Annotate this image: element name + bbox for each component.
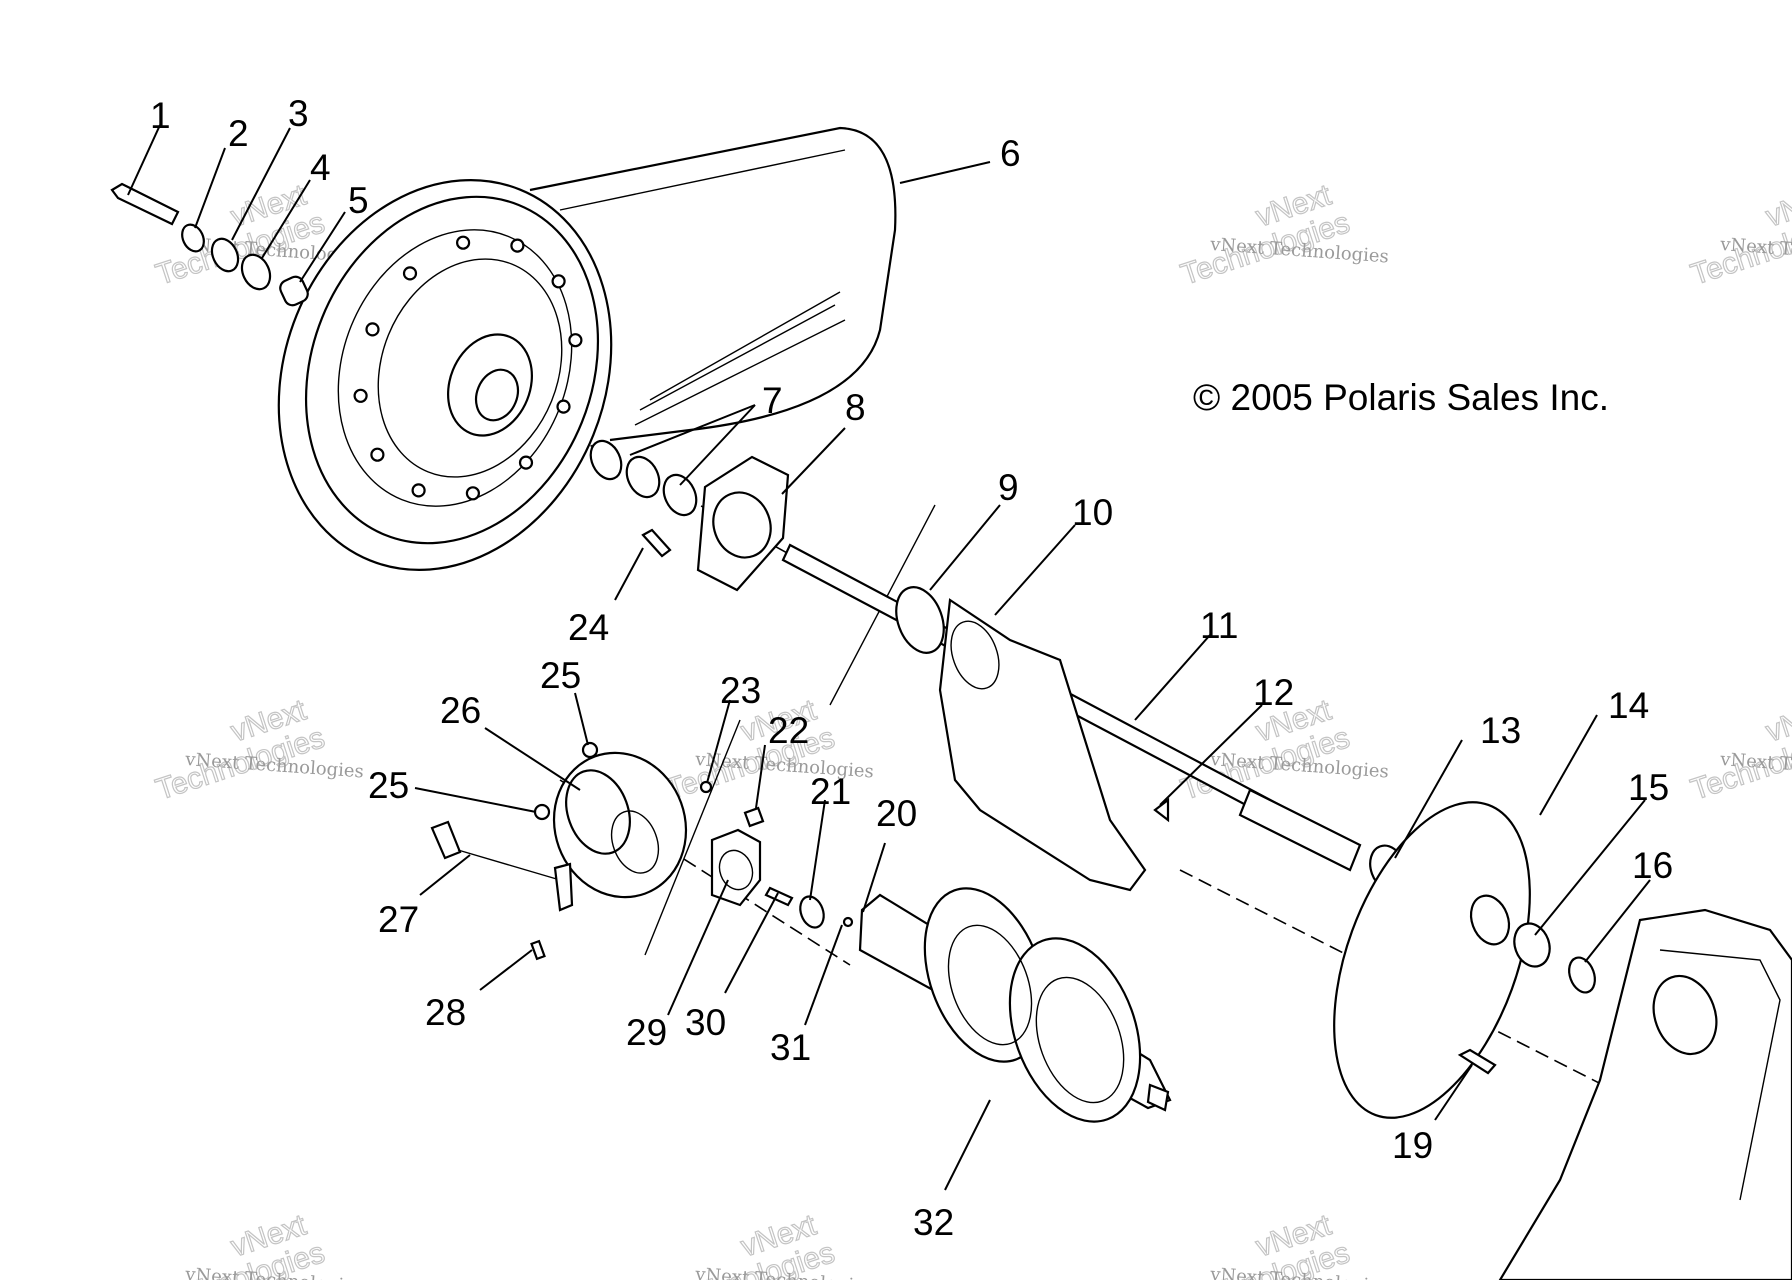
pulley-bolt-hole [365,322,380,337]
callout-1: 1 [150,95,171,136]
pulley-bolt-hole [353,388,368,403]
callout-8: 8 [845,387,866,428]
pulley-bolt-hole [518,455,534,470]
callout-11: 11 [1200,605,1238,646]
callout-25a: 25 [540,655,581,696]
chaincase-housing [1457,908,1792,1280]
callout-numbers: 1 2 3 4 5 6 7 8 9 10 11 12 13 14 15 16 1… [150,93,1673,1243]
watermark-big-a: vNext [1762,178,1792,233]
callout-6: 6 [1000,133,1021,174]
pulley-bolt-hole [456,235,471,250]
callout-5: 5 [348,180,369,221]
callout-27: 27 [378,899,419,940]
callout-14: 14 [1608,685,1649,726]
speed-sensor-group [430,741,688,961]
callout-4: 4 [310,147,331,188]
callout-21: 21 [810,771,851,812]
callout-13: 13 [1480,710,1521,751]
driven-clutch-and-belt [277,126,897,571]
callout-32: 32 [913,1202,954,1243]
callout-leaders [127,124,1651,1191]
callout-25b: 25 [368,765,409,806]
pulley-bolt-hole [370,447,385,462]
callout-20: 20 [876,793,917,834]
callout-19: 19 [1392,1125,1433,1166]
copyright-text: © 2005 Polaris Sales Inc. [1193,377,1609,418]
gear-and-plate-group [699,780,854,929]
callout-15: 15 [1628,767,1669,808]
callout-9: 9 [998,467,1019,508]
washers-and-bearing-plate [589,439,790,592]
callout-10: 10 [1072,492,1113,533]
callout-12: 12 [1253,672,1294,713]
callout-29: 29 [626,1012,667,1053]
callout-2: 2 [228,113,249,154]
callout-30: 30 [685,1002,726,1043]
pulley-bolt-hole [510,238,525,253]
watermark-big-a: vNext [1762,693,1792,748]
pulley-bolt-hole [465,486,480,501]
drive-shaft-sprockets [858,887,1172,1123]
callout-28: 28 [425,992,466,1033]
callout-26: 26 [440,690,481,731]
callout-16: 16 [1632,845,1673,886]
callout-7: 7 [762,380,783,421]
callout-31: 31 [770,1027,811,1068]
pulley-bolt-hole [551,274,566,289]
jackshaft-assembly [781,543,1362,892]
pulley-bolt-hole [556,399,571,414]
callout-22: 22 [768,710,809,751]
pulley-bolt-hole [568,333,583,348]
callout-23: 23 [720,670,761,711]
callout-3: 3 [288,93,309,134]
pulley-bolt-hole [411,483,426,498]
brake-disc-group [1333,801,1596,1119]
pulley-bolt-hole [402,266,418,281]
callout-24: 24 [568,607,609,648]
